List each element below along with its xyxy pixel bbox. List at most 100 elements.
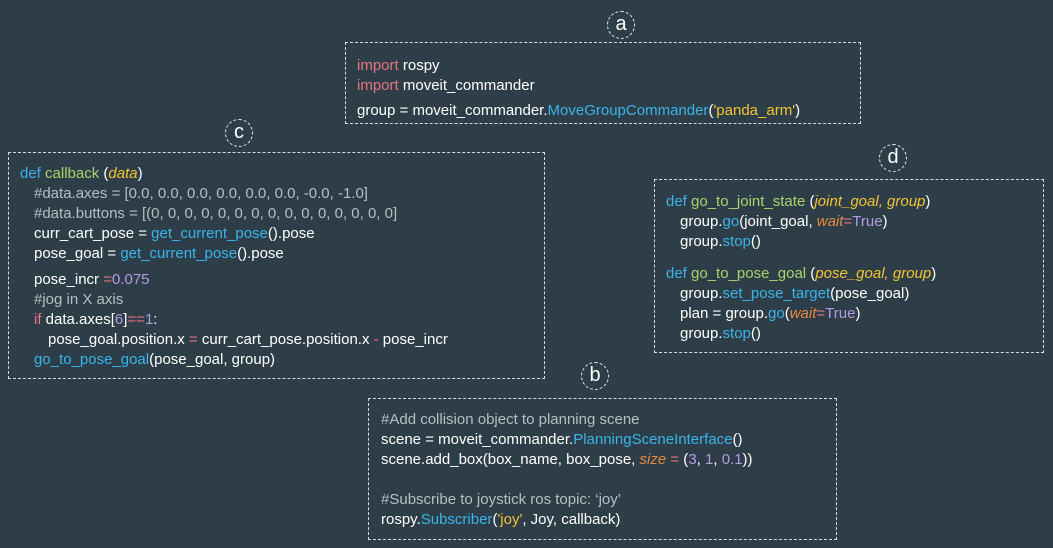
keyword-argument: size [639,451,667,468]
function-call: MoveGroupCommander [547,102,709,119]
parameter: joint_goal, group [814,193,926,210]
code-text: , Joy, callback) [522,511,621,528]
code-line: pose_goal.position.x = curr_cart_pose.po… [48,331,448,349]
code-text: ) [795,102,801,119]
operator: = [816,305,826,322]
comment-line: #Subscribe to joystick ros topic: ‘joy’ [381,491,622,508]
code-line: def go_to_joint_state (joint_goal, group… [666,193,930,211]
operator: = [666,451,680,468]
code-text: ( [708,102,714,119]
function-call: stop [722,325,751,342]
code-text: ) [855,305,861,322]
keyword: def [666,265,687,282]
keyword: if [34,311,42,328]
keyword-argument: wait [789,305,817,322]
code-text: rospy. [381,511,421,528]
code-line: curr_cart_pose = get_current_pose().pose [34,225,315,243]
code-text: (pose_goal, group) [149,351,276,368]
code-text: : [153,311,158,328]
parameter: pose_goal, group [815,265,932,282]
comment-line: #data.axes = [0.0, 0.0, 0.0, 0.0, 0.0, 0… [34,185,368,202]
function-call: stop [722,233,751,250]
code-text: (joint_goal, [739,213,817,230]
panel-d-badge: d [879,144,907,172]
function-call: get_current_pose [120,245,238,262]
operator: = [843,213,853,230]
code-text: pose_incr [34,271,104,288]
operator: = [103,271,112,288]
code-text: pose_goal = [34,245,121,262]
code-text: pose_goal.position.x [48,331,189,348]
code-text: ) [931,265,937,282]
code-text: ( [492,511,498,528]
badge-label: b [589,364,601,386]
number-literal: 6 [114,311,124,328]
code-text: scene.add_box(box_name, box_pose, [381,451,640,468]
keyword: import [357,77,399,94]
code-panel-c [8,152,545,379]
code-line: go_to_pose_goal(pose_goal, group) [34,351,275,369]
operator: - [373,331,379,348]
code-text: , [713,451,722,468]
function-call: set_pose_target [722,285,831,302]
code-line: scene.add_box(box_name, box_pose, size =… [381,451,753,469]
code-text: ] [123,311,128,328]
function-call: Subscriber [420,511,493,528]
code-text: rospy [398,57,440,74]
code-text: ) [137,165,143,182]
code-text: ( [806,265,816,282]
code-text: group. [680,325,723,342]
code-text: ) [882,213,888,230]
function-call: go [768,305,785,322]
badge-label: c [234,121,244,143]
code-line: group.set_pose_target(pose_goal) [680,285,909,303]
code-text: () [750,233,761,250]
code-panel-d [654,179,1044,353]
code-line: def go_to_pose_goal (pose_goal, group) [666,265,936,283]
code-line: pose_incr =0.075 [34,271,150,289]
function-name: go_to_pose_goal [686,265,807,282]
code-text: moveit_commander [398,77,535,94]
code-text: ().pose [237,245,284,262]
comment-line: #jog in X axis [34,291,124,308]
code-text: group. [680,285,723,302]
comment-line: #Add collision object to planning scene [381,411,640,428]
operator: == [127,311,145,328]
badge-label: d [887,146,899,168]
comment-line: #data.buttons = [(0, 0, 0, 0, 0, 0, 0, 0… [34,205,398,222]
code-text: , [696,451,705,468]
operator: = [188,331,198,348]
code-text: () [750,325,761,342]
code-text: (pose_goal) [830,285,910,302]
keyword: import [357,57,399,74]
panel-b-badge: b [581,362,609,390]
code-text: ( [99,165,109,182]
code-text: pose_incr [378,331,448,348]
code-text: ( [679,451,689,468]
code-text: data.axes[ [41,311,115,328]
badge-label: a [615,13,627,35]
code-line: plan = group.go(wait=True) [680,305,860,323]
code-line: pose_goal = get_current_pose().pose [34,245,284,263]
function-call: get_current_pose [151,225,268,242]
keyword: def [20,165,41,182]
code-text: curr_cart_pose.position.x [197,331,374,348]
string-literal: 'panda_arm' [713,102,796,119]
function-name: go_to_joint_state [686,193,806,210]
number-literal: 1 [705,451,714,468]
code-text: plan = group. [680,305,768,322]
code-text: ( [805,193,815,210]
code-line: group.stop() [680,233,761,251]
code-text: ) [925,193,931,210]
parameter: data [108,165,138,182]
keyword-argument: wait [816,213,844,230]
code-panel-a [345,42,861,124]
code-line: group.stop() [680,325,761,343]
code-line: group.go(joint_goal, wait=True) [680,213,888,231]
code-text: ( [784,305,790,322]
number-literal: 0.075 [111,271,150,288]
constant: True [825,305,856,322]
code-line: def callback (data) [20,165,143,183]
code-text: group. [680,213,723,230]
keyword: def [666,193,687,210]
